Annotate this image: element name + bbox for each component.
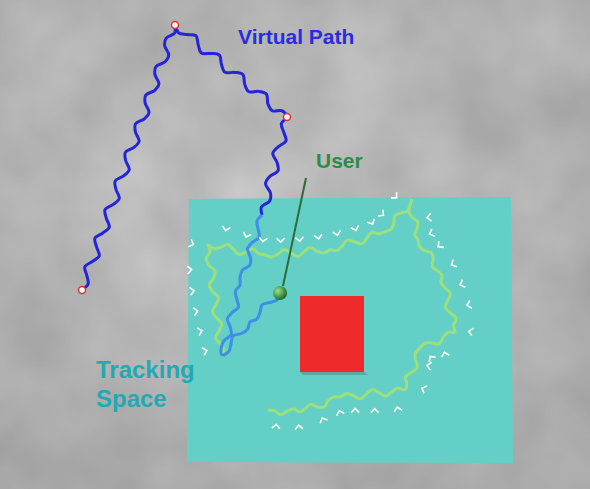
waypoint <box>284 114 291 121</box>
chevron <box>429 356 435 362</box>
chevron <box>295 425 303 429</box>
path-label: Virtual Path <box>238 24 438 49</box>
obstacle-shadow <box>300 372 368 375</box>
user-sphere <box>273 286 287 300</box>
chevron <box>277 238 285 242</box>
chevron <box>351 408 359 412</box>
chevron <box>442 352 450 357</box>
chevron <box>243 232 251 237</box>
leader-line <box>283 178 306 286</box>
chevron <box>223 226 231 231</box>
region-label: Tracking Space <box>96 356 208 414</box>
chevron <box>320 418 327 423</box>
chevron <box>367 219 374 224</box>
chevron <box>272 424 280 428</box>
chevron <box>259 237 267 242</box>
chevron <box>427 213 431 221</box>
physical-path-exit <box>410 199 412 205</box>
chevron <box>351 225 359 230</box>
chevron <box>188 239 193 247</box>
chevron <box>378 210 384 216</box>
chevron <box>422 386 427 393</box>
chevron <box>467 300 472 308</box>
chevron <box>438 241 444 247</box>
chevron <box>452 260 457 267</box>
chevron <box>430 229 435 236</box>
tracking-space <box>187 197 513 463</box>
chevron <box>427 362 432 370</box>
chevron <box>187 266 191 274</box>
chevron <box>202 348 207 356</box>
virtual-path <box>82 25 287 290</box>
chevron <box>314 234 322 239</box>
chevron <box>371 409 379 413</box>
chevron <box>189 287 194 295</box>
chevron <box>193 308 198 316</box>
waypoint <box>172 22 179 29</box>
chevron <box>295 237 303 241</box>
virtual-path-current <box>221 215 280 355</box>
chevron <box>333 230 341 235</box>
physical-path <box>206 205 456 415</box>
chevron <box>391 192 397 198</box>
chevron <box>394 407 402 412</box>
chevron <box>197 328 202 336</box>
chevron <box>460 280 465 287</box>
path-guide <box>204 205 456 413</box>
user-label: User <box>316 148 396 173</box>
obstacle <box>300 296 364 372</box>
waypoint <box>79 287 86 294</box>
chevron <box>469 328 474 336</box>
chevron <box>337 411 345 416</box>
